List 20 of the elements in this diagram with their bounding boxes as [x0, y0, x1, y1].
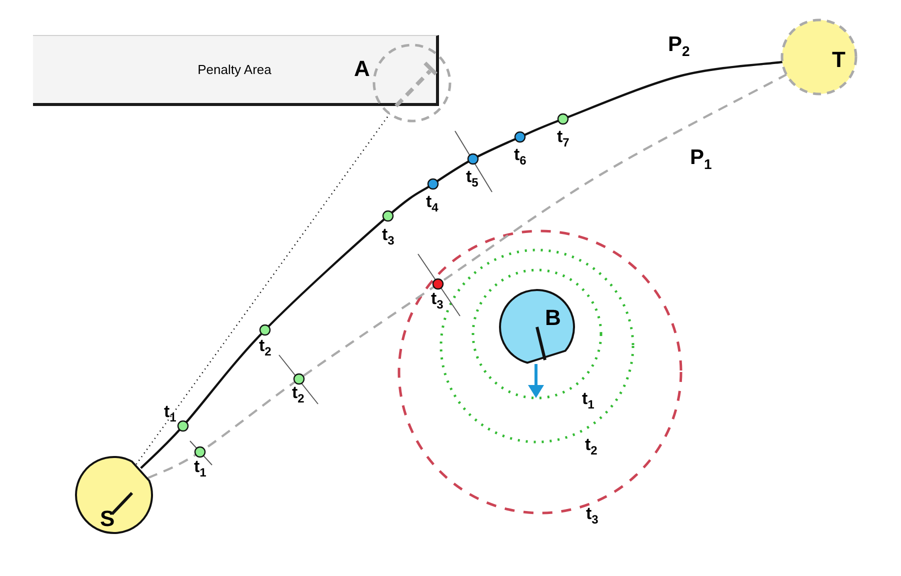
time-label: t$_{2}$ [292, 384, 304, 404]
aim-line [136, 113, 390, 465]
time-label: t$_{7}$ [557, 128, 570, 148]
time-label: t$_{4}$ [426, 193, 438, 214]
time-label: t$_{3}$ [586, 505, 598, 526]
point-label: A [354, 58, 370, 80]
node-label: T [832, 49, 846, 71]
time-label: t$_{3}$ [382, 226, 394, 246]
time-label: t$_{5}$ [466, 168, 478, 188]
time-label: t$_{1}$ [194, 458, 206, 478]
time-label: t$_{2}$ [259, 337, 272, 358]
node-label: S [100, 508, 115, 530]
time-label: t$_{2}$ [585, 436, 598, 456]
time-label: t$_{1}$ [582, 390, 594, 410]
time-label: t$_{1}$ [164, 403, 176, 424]
time-label: t$_{3}$ [431, 290, 444, 310]
time-label: t$_{6}$ [514, 146, 526, 166]
edge-label: P$_{1}$ [690, 147, 712, 172]
node-label: B [545, 307, 561, 329]
edge-label: P$_{2}$ [668, 34, 690, 58]
